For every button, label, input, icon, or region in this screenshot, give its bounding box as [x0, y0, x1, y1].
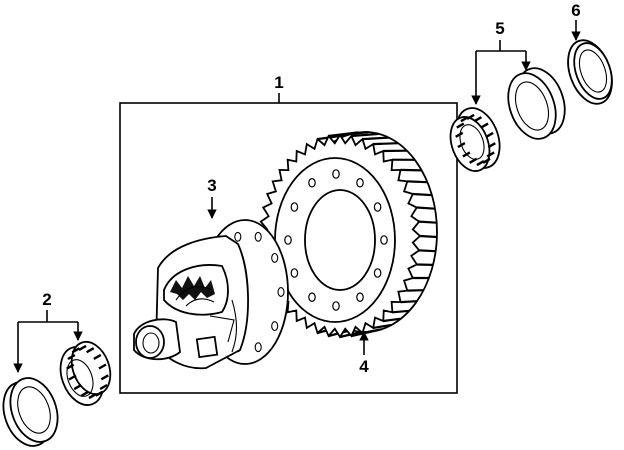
- bolt-hole: [290, 202, 299, 212]
- ring-gear-tooth: [412, 192, 432, 197]
- roller: [476, 160, 485, 167]
- differential-case: [133, 219, 289, 370]
- bolt-hole: [356, 292, 364, 302]
- roller: [456, 122, 465, 129]
- roller: [73, 384, 82, 391]
- ring-gear-bore: [304, 189, 376, 291]
- callout-1: 1: [274, 73, 283, 92]
- bolt-hole: [284, 235, 292, 245]
- roller: [455, 131, 464, 138]
- callout-2: 2: [42, 290, 51, 309]
- roller: [95, 390, 104, 397]
- roller: [88, 393, 97, 400]
- bolt-hole: [308, 178, 316, 188]
- bolt-hole: [373, 268, 382, 278]
- roller: [473, 116, 482, 123]
- roller: [67, 353, 76, 361]
- ring-gear-tooth: [400, 300, 418, 304]
- bolt-hole: [356, 178, 364, 188]
- roller: [80, 390, 89, 397]
- bolt-hole: [332, 301, 340, 311]
- ring-gear-tooth: [339, 131, 369, 137]
- ring-gear-tooth: [351, 132, 379, 138]
- left-bearing-cup: [2, 377, 59, 447]
- roller: [466, 113, 475, 120]
- roller: [480, 122, 489, 129]
- ring-gear-tooth: [419, 220, 437, 224]
- right-bearing-cup: [507, 67, 566, 140]
- bolt-hole: [290, 268, 299, 278]
- bolt-hole: [373, 202, 382, 212]
- ring-gear-tooth: [419, 249, 436, 253]
- ring-gear-tooth: [419, 234, 437, 239]
- roller: [487, 142, 496, 149]
- left-bearing-cone: [59, 340, 112, 406]
- flange-bolt-hole: [271, 252, 279, 263]
- bolt-hole: [332, 169, 340, 179]
- callout-3: 3: [207, 176, 216, 195]
- roller: [68, 374, 77, 381]
- left-bearing-rollers: [66, 344, 109, 400]
- shim-washer: [567, 39, 613, 105]
- flange-bolt-hole: [254, 342, 262, 353]
- roller: [86, 347, 95, 354]
- roller: [100, 374, 109, 381]
- roller: [78, 344, 87, 351]
- ring-gear-tooth: [416, 206, 436, 210]
- callout-5: 5: [495, 19, 504, 38]
- roller: [93, 353, 102, 360]
- ring-gear-tooth: [392, 309, 410, 314]
- roller: [98, 363, 107, 370]
- ring-gear-tooth: [383, 317, 402, 323]
- flange-bolt-hole: [234, 231, 242, 242]
- ring-gear-tooth: [373, 323, 392, 329]
- bolt-hole: [380, 235, 388, 245]
- callout-6: 6: [571, 1, 580, 20]
- ring-gear-tooth: [407, 180, 428, 184]
- right-bearing-cone: [449, 107, 501, 172]
- roller: [99, 383, 108, 391]
- assembly-box: [119, 102, 458, 394]
- ring-gear-tooth: [400, 168, 422, 172]
- ring-gear-bolt-holes: [284, 169, 388, 311]
- flange-bolt-hole: [254, 231, 262, 242]
- ring-gear-tooth: [362, 136, 389, 141]
- bolt-hole: [308, 292, 316, 302]
- roller: [485, 131, 494, 138]
- ring-gear-tooth: [373, 142, 399, 146]
- roller: [486, 151, 495, 158]
- roller: [71, 347, 80, 354]
- flange-bolt-hole: [271, 321, 279, 332]
- callout-4: 4: [359, 357, 369, 376]
- flange-bolt-hole: [277, 287, 285, 297]
- ring-gear-helical-teeth: [317, 131, 437, 339]
